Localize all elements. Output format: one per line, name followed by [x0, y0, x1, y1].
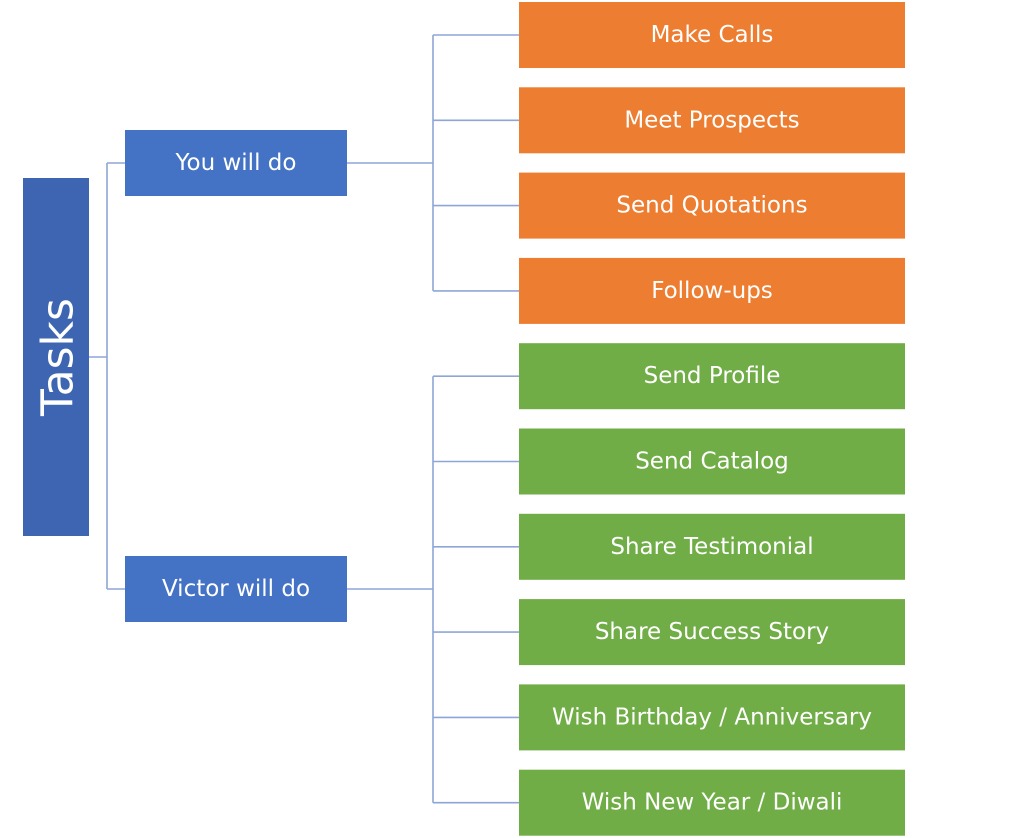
task-item-label: Make Calls [651, 22, 774, 48]
task-item: Meet Prospects [519, 87, 905, 154]
task-item: Share Success Story [519, 599, 905, 666]
root-box [23, 178, 89, 536]
task-item-box [519, 428, 905, 495]
task-item: Wish New Year / Diwali [519, 769, 905, 836]
task-item: Share Testimonial [519, 513, 905, 580]
task-item-box [519, 513, 905, 580]
connector-lines [89, 34, 519, 804]
task-item-box [519, 599, 905, 666]
task-item-box [519, 2, 905, 68]
group-node-you: You will do [125, 130, 347, 196]
task-item-box [519, 343, 905, 410]
task-item-label: Send Catalog [635, 449, 789, 475]
task-item-box [519, 172, 905, 239]
task-item-label: Share Success Story [595, 619, 829, 645]
task-item-label: Follow-ups [651, 278, 773, 304]
root-node: Tasks [23, 178, 89, 536]
task-item: Send Profile [519, 343, 905, 410]
task-item: Wish Birthday / Anniversary [519, 684, 905, 751]
task-item: Follow-ups [519, 257, 905, 324]
task-item-label: Send Profile [644, 363, 781, 389]
group-label-you: You will do [175, 150, 297, 176]
task-item-label: Send Quotations [616, 193, 807, 219]
task-item-box [519, 87, 905, 154]
group-label-victor: Victor will do [162, 576, 310, 602]
task-item-box [519, 257, 905, 324]
group-box-you [125, 130, 347, 196]
task-item-box [519, 769, 905, 836]
task-item: Make Calls [519, 2, 905, 68]
task-item: Send Catalog [519, 428, 905, 495]
group-box-victor [125, 556, 347, 622]
task-item-label: Meet Prospects [624, 107, 799, 133]
task-item-box [519, 684, 905, 751]
task-item-label: Wish Birthday / Anniversary [552, 704, 872, 730]
group-node-victor: Victor will do [125, 556, 347, 622]
task-item-label: Share Testimonial [610, 534, 813, 560]
task-item: Send Quotations [519, 172, 905, 239]
root-label: Tasks [33, 298, 84, 417]
task-item-label: Wish New Year / Diwali [582, 790, 843, 816]
